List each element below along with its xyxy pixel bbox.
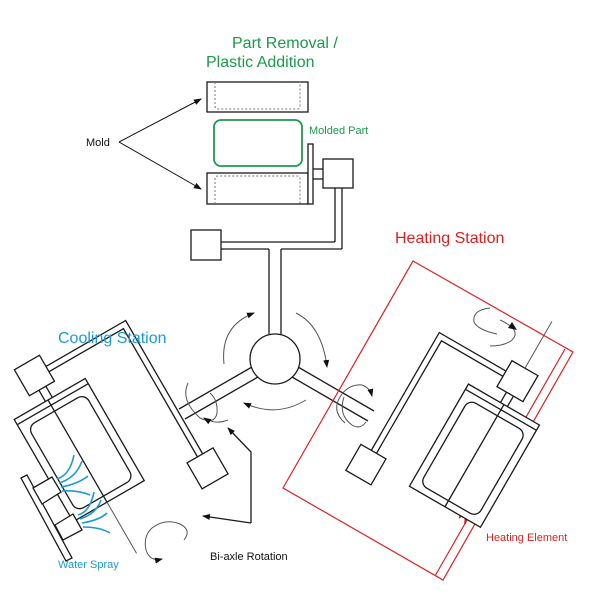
bi-axle-rotation-label: Bi-axle Rotation [210,551,288,563]
mold-top-half [206,81,309,113]
hub-circle [249,333,301,385]
part-removal-title-line1: Part Removal / [232,35,338,52]
rotation-arrow-upper-right [295,312,330,368]
mold-bottom-cavity [214,175,301,204]
axle-rotation-heating-top [473,307,498,335]
cooling-station [13,319,229,554]
axle-rotation-cooling-bottom [144,521,188,564]
axle-rotation-cooling [185,382,229,425]
rotation-arrow-upper-left [223,312,255,365]
arm-heating [297,366,375,412]
cooling-station-label: Cooling Station [58,330,167,347]
mold-top-cavity [214,82,301,110]
motor-box-top-right [322,158,354,189]
heating-station [344,321,553,529]
water-spray-assembly [20,454,111,562]
mold-arrow-top [118,98,202,143]
arm-cooling [184,376,259,420]
top-mold-assembly [190,81,354,334]
axle-rotation-heating [336,384,374,428]
arm-heating [291,376,369,422]
mold-arrow-bottom [118,141,202,190]
part-removal-title-line2: Plastic Addition [206,54,315,71]
water-spray-label: Water Spray [58,559,119,571]
heating-station-label: Heating Station [395,230,504,247]
molded-part-label: Molded Part [309,125,368,137]
heating-rotation-arrowhead [508,322,517,330]
cooling-motor-box-bottom [186,446,229,490]
cooling-mold-cavity [29,396,132,510]
bi-axle-arrow-upper [227,427,252,523]
spray-nozzle-lower [54,513,83,541]
heating-motor-box-top [496,359,539,403]
cooling-mold [13,377,146,523]
rotation-arrow-bottom [243,399,307,411]
cooling-motor-box-top [13,354,56,397]
heating-motor-box-bottom [344,443,387,486]
hub-assembly [178,333,375,422]
mold-plate [307,143,314,205]
spray-plate [20,474,73,562]
molded-part [213,119,303,167]
water-spray-jets [56,454,111,534]
mold-label: Mold [86,137,110,149]
spray-nozzle-upper [32,476,62,505]
heating-element-label: Heating Element [486,532,567,544]
motor-box-top-left [190,229,222,261]
bi-axle-arrow-lower [202,514,252,524]
arm-cooling [178,366,253,410]
mold-bottom-half [206,172,309,205]
